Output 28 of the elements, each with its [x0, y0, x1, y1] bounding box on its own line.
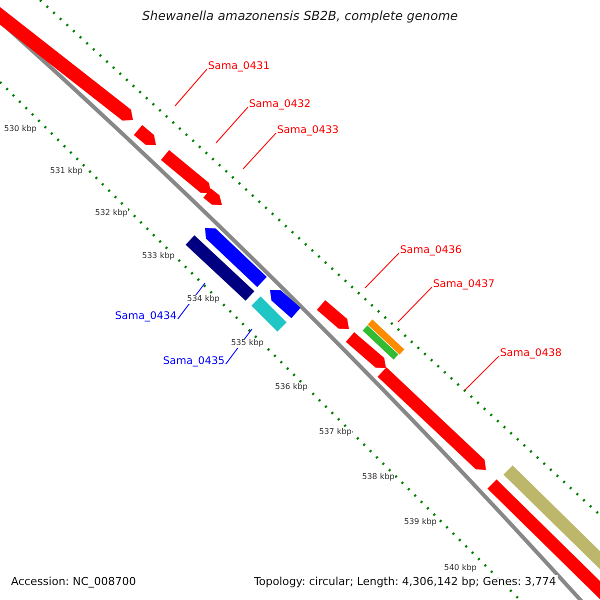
leader-line: [464, 356, 500, 390]
gene-label: Sama_0433: [277, 125, 339, 137]
accession-text: Accession: NC_008700: [9, 575, 138, 590]
gene-label: Sama_0434: [115, 311, 177, 323]
tick-label: 537 kbp: [319, 428, 352, 437]
tick-label: 536 kbp: [275, 383, 308, 392]
gene-label: Sama_0436: [400, 245, 462, 257]
tick-label: 535 kbp: [231, 339, 264, 348]
gene-label: Sama_0432: [249, 99, 311, 111]
tick-label: 532 kbp: [95, 209, 128, 218]
gene-label: Sama_0438: [500, 348, 562, 360]
leader-line: [364, 252, 400, 288]
tick-label: 530 kbp: [4, 125, 37, 134]
gene-label: Sama_0431: [208, 61, 270, 73]
tick-label: 538 kbp: [362, 473, 395, 482]
tick-label: 531 kbp: [50, 167, 83, 176]
gene-label: Sama_0435: [163, 356, 225, 368]
tick-label: 534 kbp: [187, 295, 220, 304]
tick-label: 540 kbp: [444, 564, 477, 573]
tick-label: 533 kbp: [142, 252, 175, 261]
tick-label: 539 kbp: [404, 518, 437, 527]
gene-label: Sama_0437: [433, 279, 495, 291]
leader-line: [398, 286, 432, 322]
leader-line: [174, 68, 208, 106]
genome-summary-text: Topology: circular; Length: 4,306,142 bp; Genes: 3,774: [252, 575, 558, 590]
leader-line: [216, 106, 248, 144]
leader-line: [242, 132, 276, 170]
title: Shewanella amazonensis SB2B, complete genome: [141, 9, 459, 23]
